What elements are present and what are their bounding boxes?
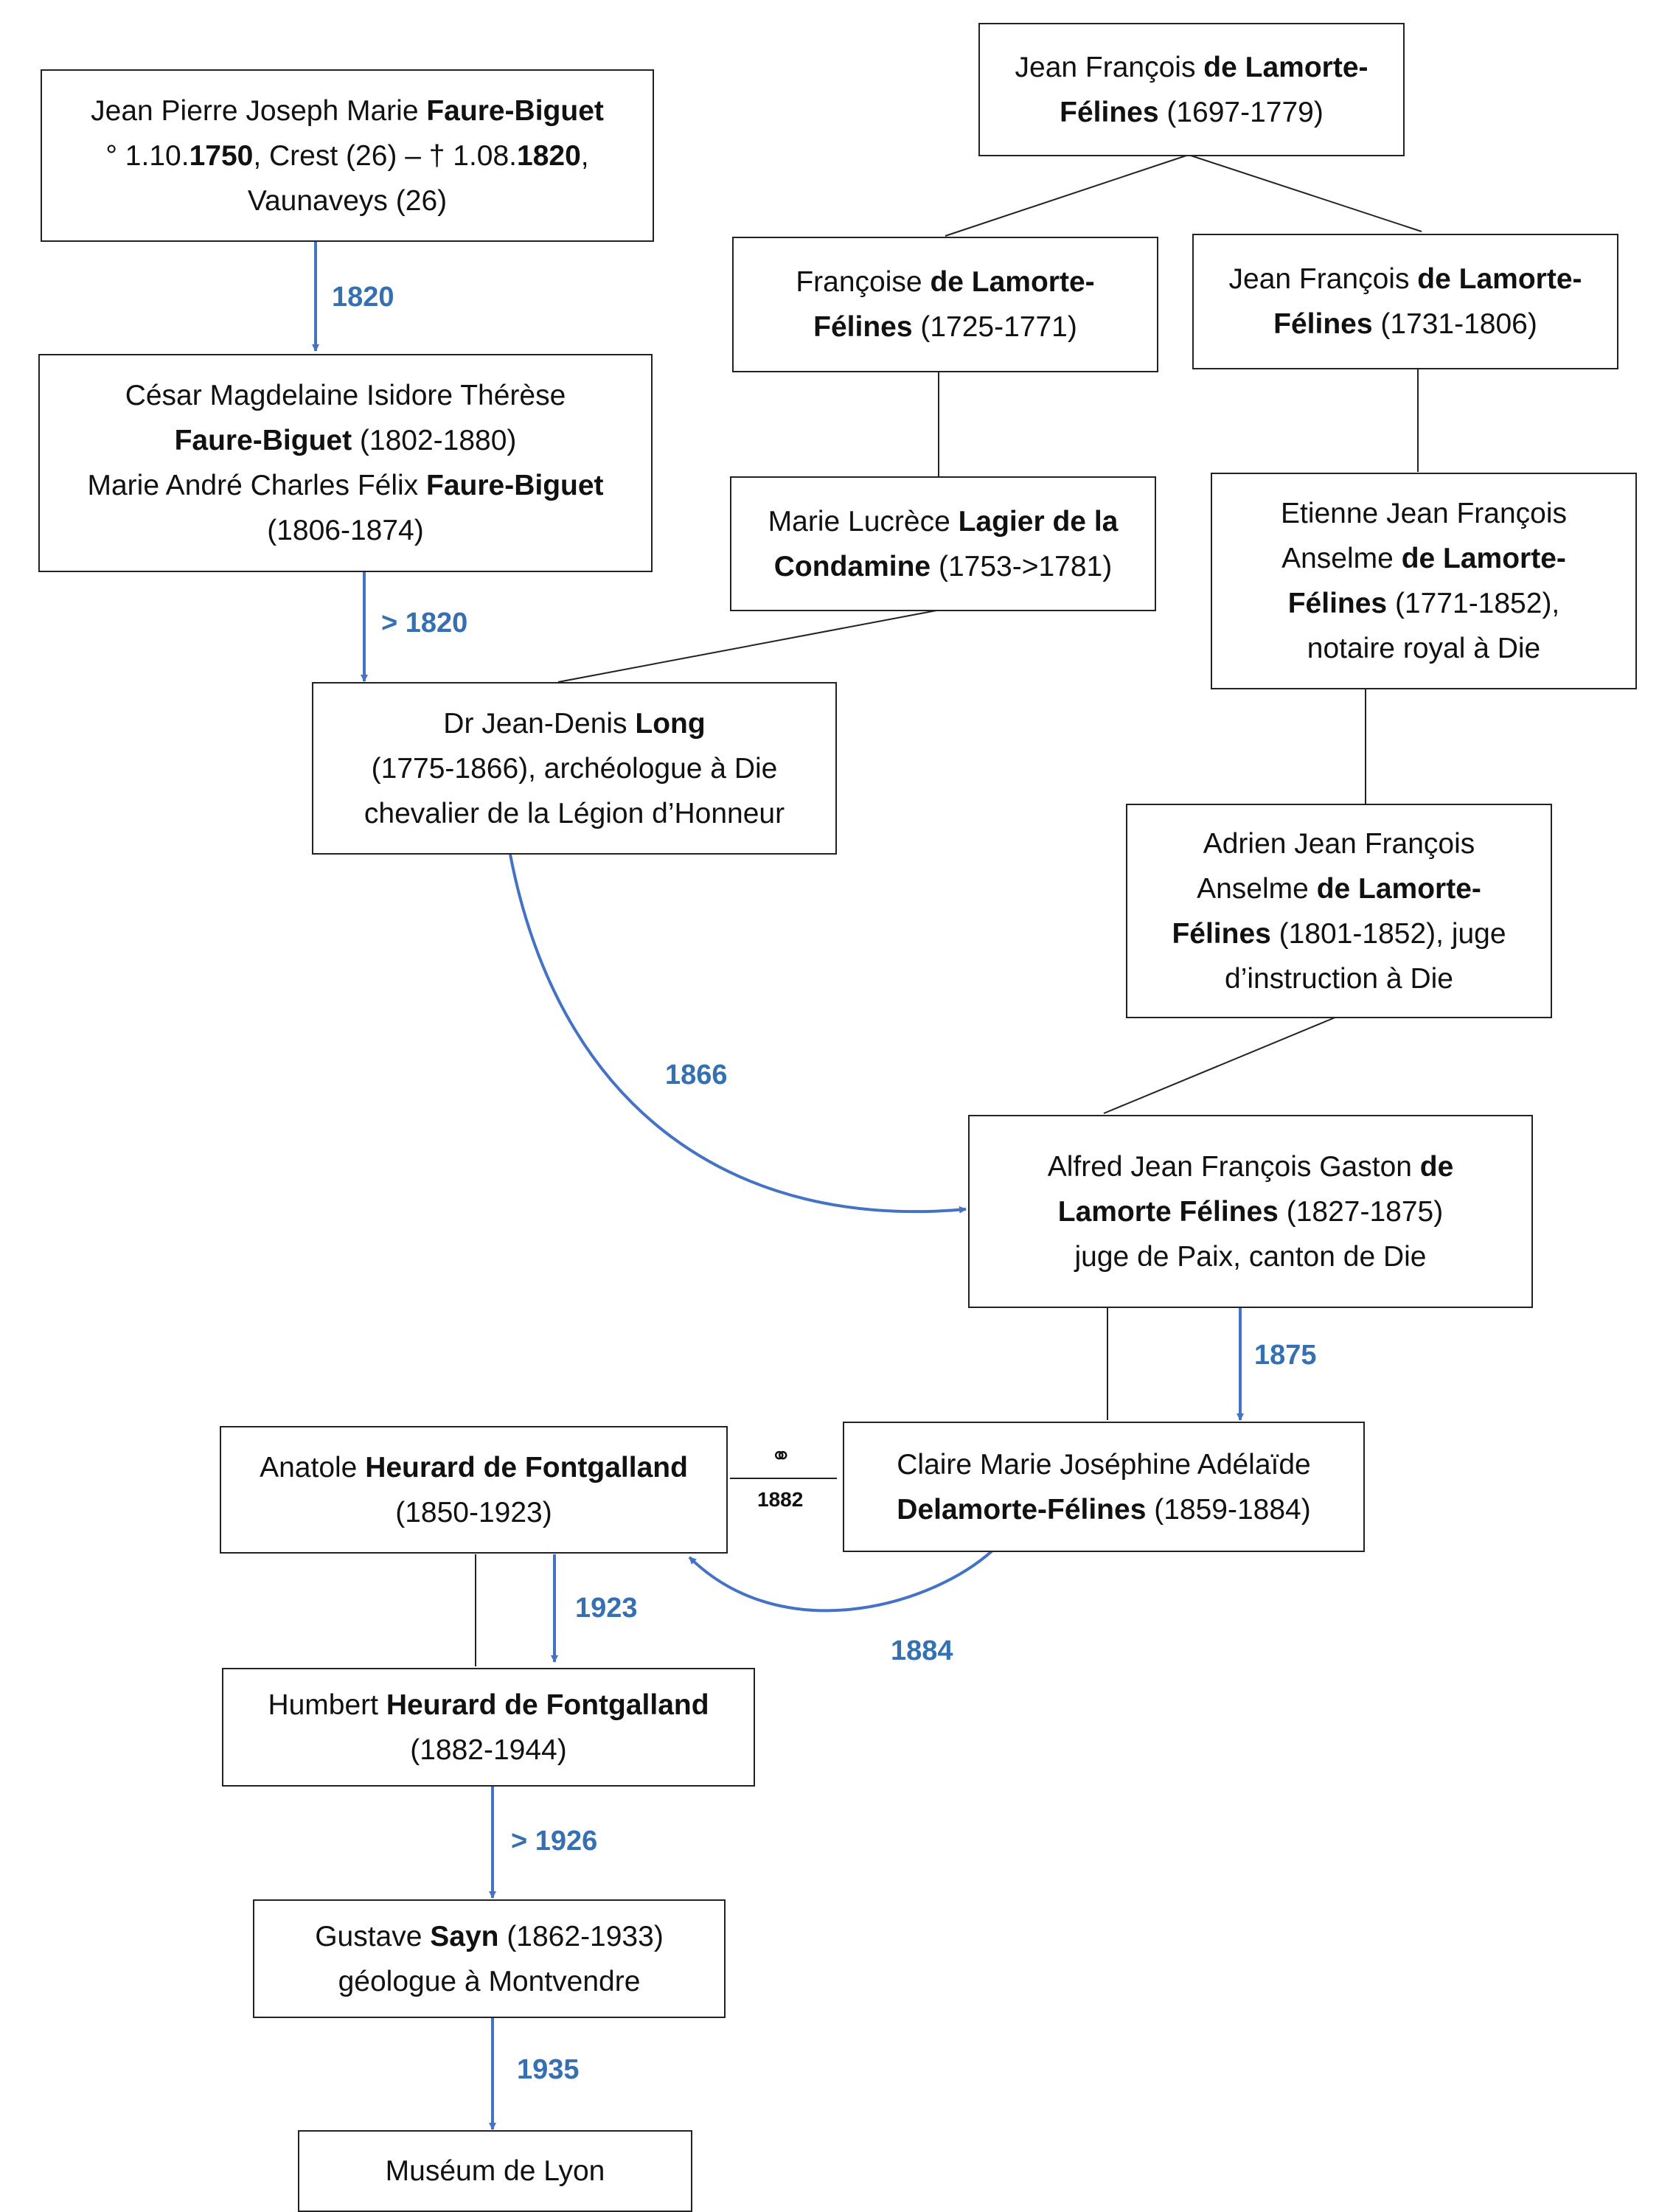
person-francoise: Françoise de Lamorte- Félines (1725-1771… bbox=[732, 237, 1158, 372]
transfer-label-1935: 1935 bbox=[517, 2054, 580, 2085]
person-etienne: Etienne Jean François Anselme de Lamorte… bbox=[1211, 473, 1637, 689]
line-jf1697-jf1731 bbox=[1188, 154, 1422, 232]
line-jf1697-francoise bbox=[945, 154, 1189, 237]
person-jf-1697: Jean François de Lamorte- Félines (1697-… bbox=[978, 23, 1405, 156]
arrow-1866 bbox=[509, 854, 967, 1214]
person-lagier: Marie Lucrèce Lagier de la Condamine (17… bbox=[730, 476, 1156, 611]
marriage-year: 1882 bbox=[757, 1488, 804, 1511]
transfer-label-1923: 1923 bbox=[575, 1593, 638, 1624]
marriage-rings-icon: ⚭ bbox=[771, 1442, 792, 1470]
transfer-label-1884: 1884 bbox=[891, 1635, 953, 1666]
transfer-label-1866: 1866 bbox=[665, 1060, 728, 1091]
transfer-label-gt1820: > 1820 bbox=[381, 608, 468, 639]
line-adrien-alfred bbox=[1103, 1016, 1338, 1114]
person-jf-1731: Jean François de Lamorte- Félines (1731-… bbox=[1192, 234, 1618, 369]
person-faure-biguet-heirs: César Magdelaine Isidore Thérèse Faure-B… bbox=[38, 354, 653, 572]
person-sayn: Gustave Sayn (1862-1933) géologue à Mont… bbox=[253, 1899, 726, 2018]
person-faure-biguet-jp: Jean Pierre Joseph Marie Faure-Biguet ° … bbox=[41, 69, 654, 242]
person-anatole: Anatole Heurard de Fontgalland (1850-192… bbox=[220, 1426, 728, 1554]
person-claire: Claire Marie Joséphine Adélaïde Delamort… bbox=[843, 1422, 1365, 1552]
line-lagier-long bbox=[557, 610, 937, 683]
transfer-label-1875: 1875 bbox=[1254, 1340, 1317, 1371]
transfer-label-1820: 1820 bbox=[332, 282, 394, 313]
museum-lyon: Muséum de Lyon bbox=[298, 2130, 692, 2212]
person-long: Dr Jean-Denis Long (1775-1866), archéolo… bbox=[312, 682, 837, 855]
person-alfred: Alfred Jean François Gaston de Lamorte F… bbox=[968, 1115, 1533, 1308]
person-humbert: Humbert Heurard de Fontgalland (1882-194… bbox=[222, 1668, 755, 1787]
arrow-1884 bbox=[688, 1549, 994, 1613]
transfer-label-gt1926: > 1926 bbox=[511, 1826, 598, 1857]
person-adrien: Adrien Jean François Anselme de Lamorte-… bbox=[1126, 804, 1552, 1018]
